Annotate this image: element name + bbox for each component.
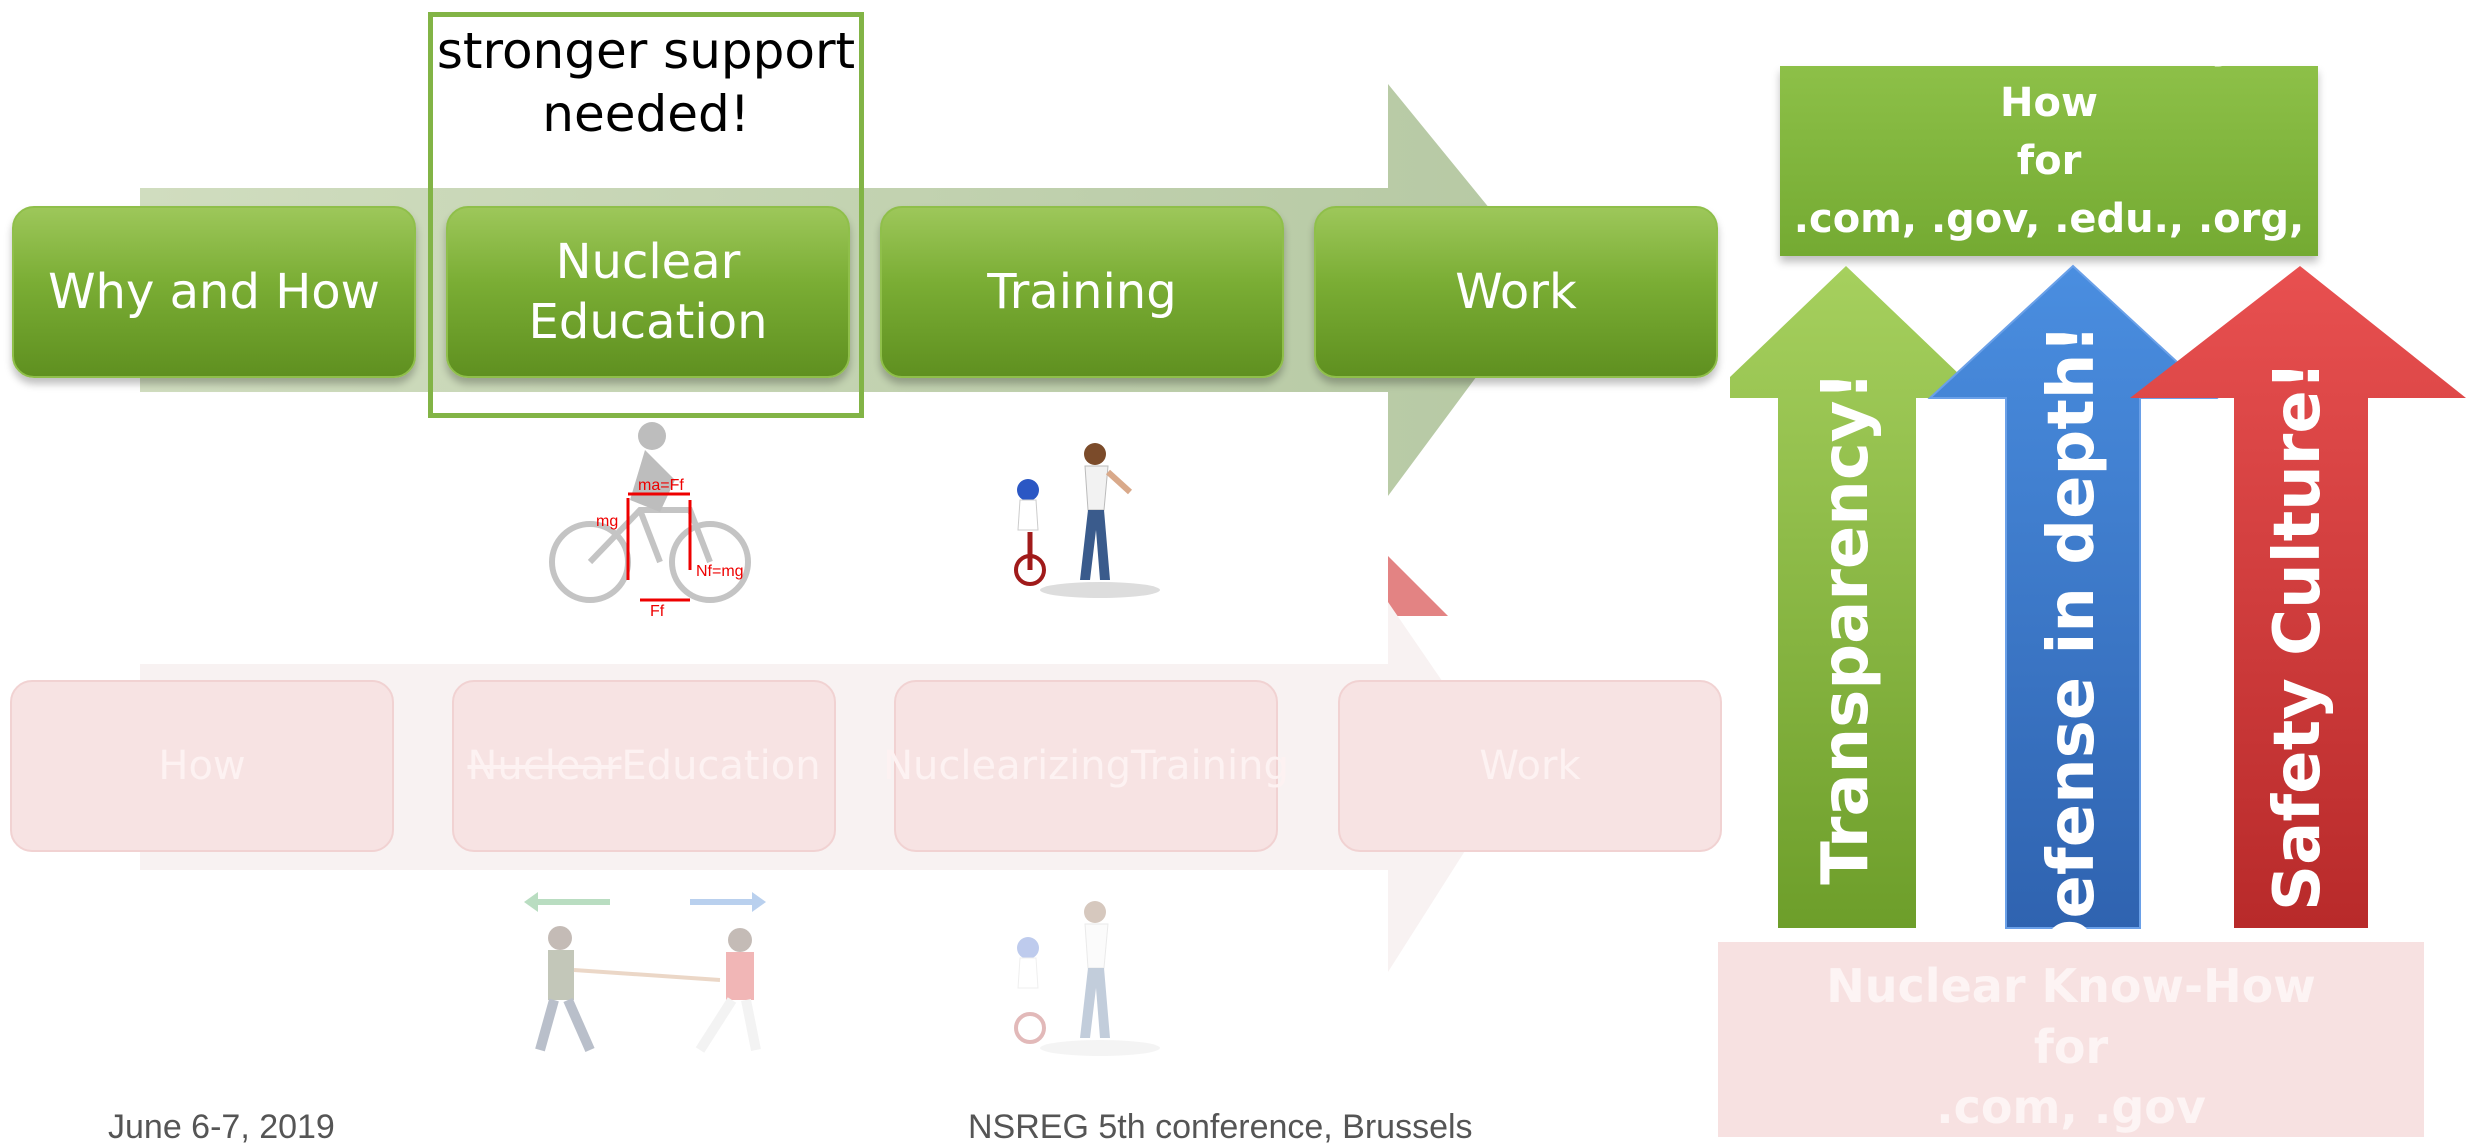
know-how-target-box: Nuclear Know-How for .com, .gov xyxy=(1718,942,2424,1137)
force-label-nf: Nf=mg xyxy=(696,563,744,580)
child-cycling-photo-faded xyxy=(1014,901,1160,1056)
force-label-ff: Ff xyxy=(650,603,665,620)
bottom-flow-step-work: Work xyxy=(1338,680,1722,852)
top-flow-step-why-and-how: Why and How xyxy=(12,206,416,378)
safety-culture-arrow xyxy=(2130,266,2466,928)
tug-of-war-illustration xyxy=(524,892,766,1053)
bottom-flow-step-nuclearizing-training: NuclearizingTraining xyxy=(883,680,1289,852)
child-cycling-photo xyxy=(1014,443,1160,598)
red-triangle-accent xyxy=(1388,556,1448,616)
pillar-label-safety-culture: Safety Culture! xyxy=(2261,361,2335,911)
callout-text: stronger support needed! xyxy=(436,22,856,143)
transparency-arrow xyxy=(1730,266,1984,928)
callout-frame xyxy=(428,12,864,418)
footer-conference: NSREG 5th conference, Brussels xyxy=(968,1108,1473,1146)
pillar-label-defense-in-depth: Defense in depth! xyxy=(2035,324,2109,972)
bicycle-physics-illustration: ma=Ff mg Nf=mg Ff xyxy=(549,422,751,620)
force-label-mg: mg xyxy=(596,513,618,530)
top-flow-step-training: Training xyxy=(880,206,1284,378)
pillar-arrows xyxy=(1730,264,2466,929)
footer-date: June 6-7, 2019 xyxy=(108,1108,335,1146)
top-flow-step-work: Work xyxy=(1314,206,1718,378)
force-label-ma: ma=Ff xyxy=(638,477,684,494)
pillar-label-transparency: Transparency! xyxy=(1809,371,1883,885)
know-why-how-target-box: Nuclear Know-Why & How for .com, .gov, .… xyxy=(1780,22,2318,300)
bottom-flow-step-nuclear-education: NuclearEducation xyxy=(452,680,836,852)
bottom-flow-step-how: How xyxy=(10,680,394,852)
